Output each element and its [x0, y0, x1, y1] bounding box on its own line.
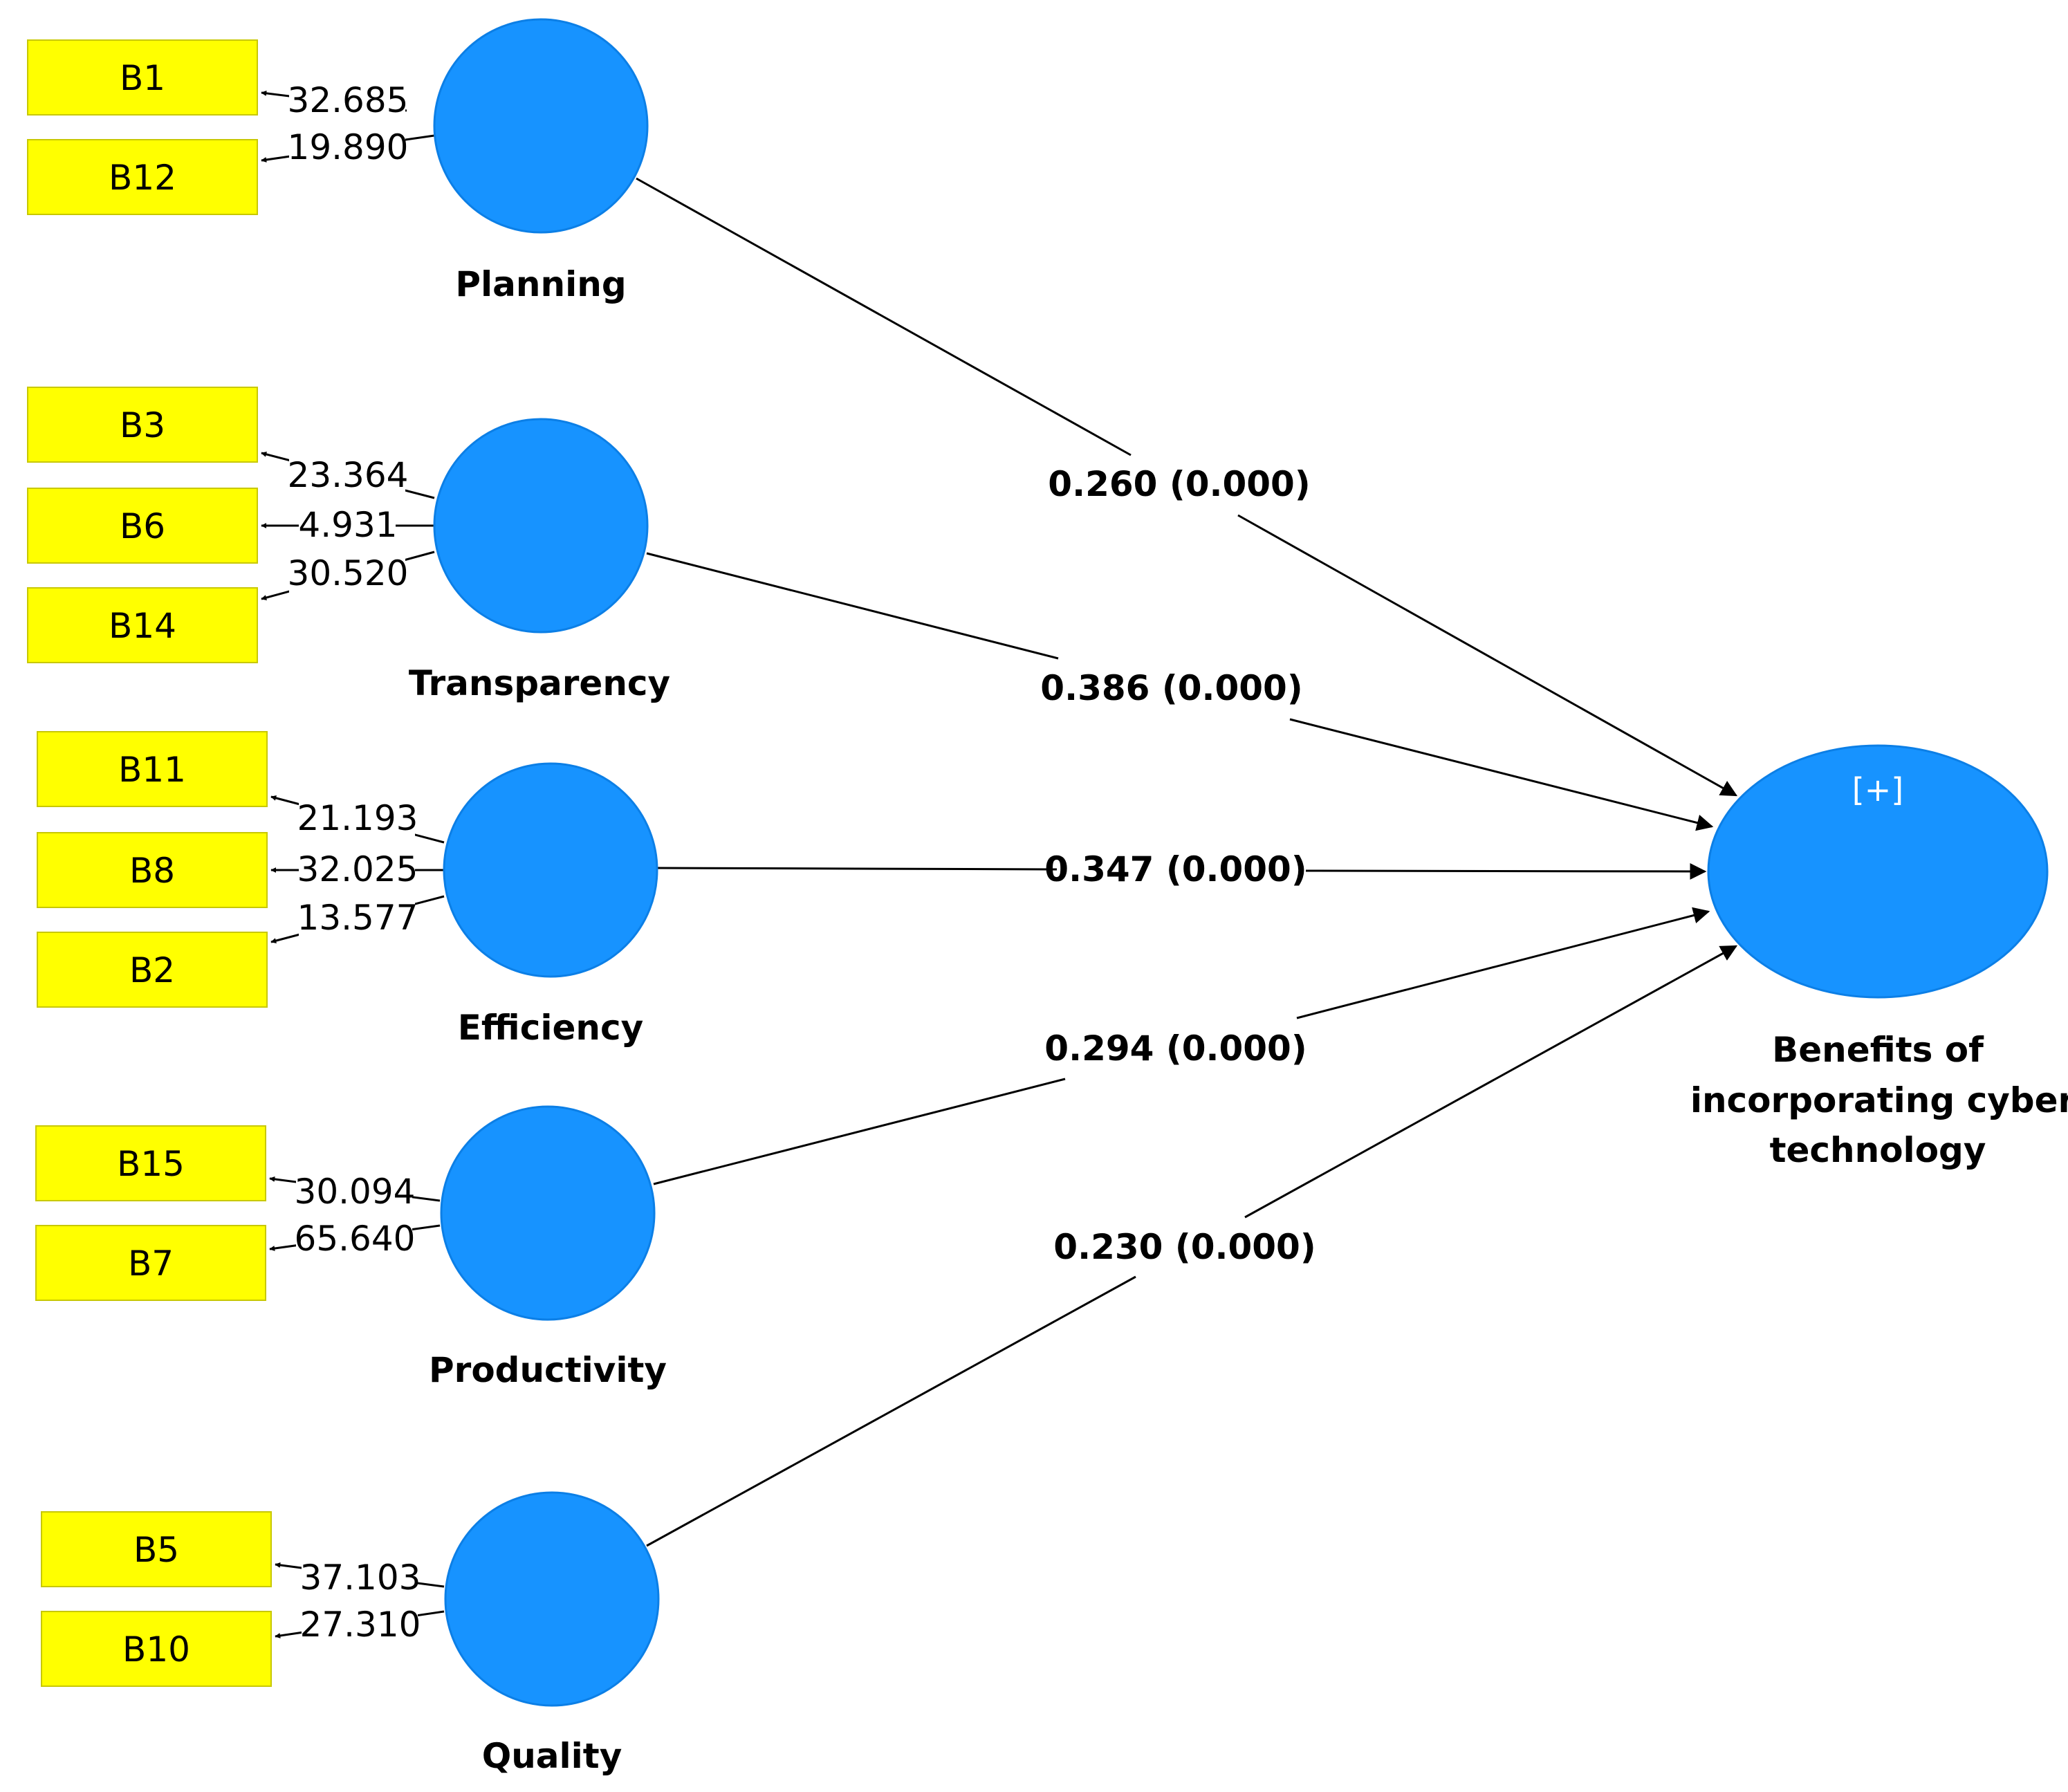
path-label-quality: 0.230 (0.000) [1053, 1227, 1315, 1267]
path-line-quality [646, 1275, 1136, 1547]
loading-value-b8: 32.025 [297, 849, 418, 889]
indicator-box-b11[interactable] [37, 731, 268, 807]
indicator-box-b15[interactable] [35, 1125, 266, 1201]
path-line-productivity [1296, 907, 1710, 1019]
construct-productivity: B15 B7 30.094 65.640 Productivity [35, 1105, 667, 1390]
indicator-box-b7[interactable] [35, 1225, 266, 1301]
path-line-planning [1237, 514, 1738, 797]
path-label-transparency: 0.386 (0.000) [1040, 668, 1302, 708]
indicator-label-b7: B7 [128, 1244, 174, 1284]
indicator-label-b1: B1 [120, 58, 165, 98]
path-line-quality [1244, 945, 1738, 1219]
loading-value-b3: 23.364 [288, 455, 409, 495]
construct-quality: B5 B10 37.103 27.310 Quality [41, 1491, 660, 1776]
latent-label-transparency: Transparency [409, 663, 670, 703]
indicator-label-b8: B8 [129, 851, 175, 891]
latent-label-quality: Quality [482, 1736, 622, 1776]
construct-efficiency: B11 B8 B2 21.193 32.025 13.577 Efficienc… [37, 731, 658, 1048]
indicator-box-b12[interactable] [27, 139, 258, 215]
path-line-planning [636, 177, 1132, 456]
loading-value-b15: 30.094 [295, 1172, 416, 1212]
indicator-box-b5[interactable] [41, 1511, 272, 1587]
path-line-transparency [1289, 718, 1714, 831]
latent-label-efficiency: Efficiency [458, 1008, 643, 1048]
latent-node-planning[interactable] [433, 18, 649, 234]
loading-value-b10: 27.310 [300, 1605, 421, 1645]
indicator-box-b6[interactable] [27, 488, 258, 564]
latent-node-efficiency[interactable] [443, 762, 658, 978]
indicator-label-b14: B14 [109, 606, 176, 646]
latent-node-productivity[interactable] [440, 1105, 656, 1321]
indicator-label-b11: B11 [118, 750, 186, 790]
indicator-label-b5: B5 [133, 1530, 179, 1570]
latent-label-productivity: Productivity [429, 1350, 667, 1390]
construct-benefits: [+] Benefits of incorporating cyber tech… [1690, 744, 2068, 1170]
latent-node-quality[interactable] [444, 1491, 660, 1707]
loading-value-b2: 13.577 [297, 898, 418, 938]
construct-planning: B1 B12 32.685 19.890 Planning [27, 18, 649, 304]
path-line-transparency [646, 552, 1059, 660]
indicator-box-b1[interactable] [27, 39, 258, 116]
latent-label-planning: Planning [455, 264, 626, 304]
structural-paths: 0.260 (0.000) 0.386 (0.000) 0.347 (0.000… [636, 177, 1738, 1547]
latent-label-benefits-line-2: incorporating cyber [1690, 1080, 2068, 1120]
loading-value-b1: 32.685 [288, 80, 409, 120]
indicator-box-b3[interactable] [27, 387, 258, 463]
loading-value-b7: 65.640 [295, 1219, 416, 1259]
indicator-box-b10[interactable] [41, 1611, 272, 1687]
loading-value-b12: 19.890 [288, 127, 409, 167]
latent-label-benefits-line-3: technology [1770, 1130, 1986, 1170]
path-label-productivity: 0.294 (0.000) [1044, 1028, 1307, 1069]
indicator-label-b6: B6 [120, 506, 165, 546]
path-line-efficiency [656, 867, 1058, 871]
latent-node-benefits[interactable] [1707, 744, 2049, 999]
loading-value-b11: 21.193 [297, 798, 418, 838]
indicator-label-b12: B12 [109, 158, 176, 198]
indicator-label-b15: B15 [117, 1144, 185, 1184]
path-label-efficiency: 0.347 (0.000) [1044, 849, 1307, 889]
loading-value-b6: 4.931 [298, 505, 397, 545]
latent-label-benefits-line-1: Benefits of [1772, 1030, 1984, 1070]
indicator-label-b2: B2 [129, 950, 175, 990]
latent-node-transparency[interactable] [433, 418, 649, 634]
indicator-box-b14[interactable] [27, 587, 258, 663]
loading-value-b14: 30.520 [288, 553, 409, 593]
path-line-productivity [653, 1078, 1066, 1185]
indicator-box-b8[interactable] [37, 832, 268, 908]
path-label-planning: 0.260 (0.000) [1048, 464, 1310, 504]
indicator-label-b3: B3 [120, 405, 165, 445]
loading-value-b5: 37.103 [300, 1558, 421, 1598]
expand-toggle[interactable]: [+] [1852, 771, 1903, 809]
construct-transparency: B3 B6 B14 23.364 4.931 30.520 Transparen… [27, 387, 670, 703]
indicator-box-b2[interactable] [37, 932, 268, 1008]
indicator-label-b10: B10 [122, 1629, 190, 1670]
